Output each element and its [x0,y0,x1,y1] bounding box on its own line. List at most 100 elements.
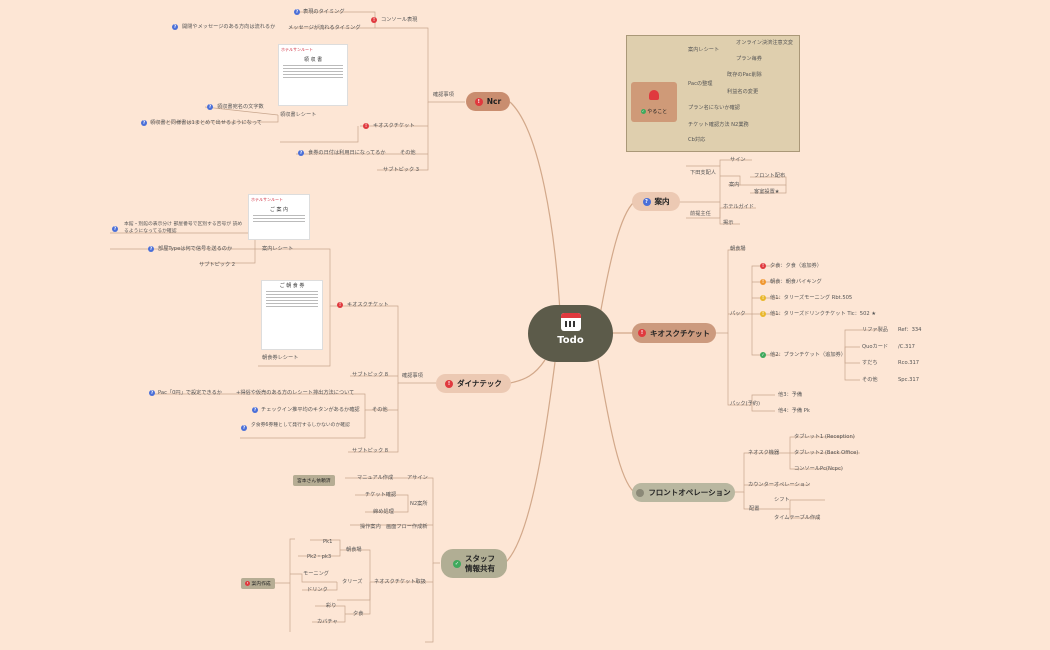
annai-front-haifu[interactable]: フロント配布 [754,173,786,179]
front-kiosk-kiki[interactable]: ネオスク機器 [748,450,780,456]
topic-annai[interactable]: ? 案内 [632,192,680,211]
kiosk-sucha-code: Rco.317 [898,360,920,366]
ncr-sonota-1[interactable]: 食券の日付は利用日になってるか [308,150,386,156]
kiosk-other3[interactable]: 他3：予備 [778,392,803,398]
staff-manual[interactable]: マニュアル作成 [357,475,394,481]
yarukoto-box[interactable]: ✓ やること [631,82,677,122]
warning-icon: ! [760,311,766,317]
ncr-receipt-2[interactable]: 領収書と同様書は1まとめて出せるようになって [150,120,262,126]
ncr-console-2[interactable]: メッセージが流れるタイミング [288,25,361,31]
front-shift[interactable]: シフト [774,497,790,503]
front-console[interactable]: コンソールPc(Ncpc) [794,466,843,472]
dyna-sonota-4[interactable]: 夕食券6券種として発行するしかないのか確認 [251,423,350,428]
alert-icon: ! [371,17,377,23]
kiosk-item4[interactable]: 他1：タリーズドリンクチケット Tic：502 ★ [770,311,877,317]
kiosk-item2[interactable]: 朝食：朝食バイキング [770,279,822,285]
warning-icon: ! [760,279,766,285]
dyna-sonota-2[interactable]: +得俗や仮売のある方のレシート排出方法について [236,390,355,396]
question-icon: ? [298,150,304,156]
connector-annai [599,201,635,316]
dyna-sonota-1[interactable]: Pac「0円」で設定できるか [158,390,222,396]
kiosk-sonota[interactable]: その他 [862,377,878,383]
annai-annai[interactable]: 案内 [729,182,740,188]
panel-plan-nai[interactable]: プラン名にないか確認 [688,105,740,111]
staff-ticket-kakunin[interactable]: チケット確認 [365,492,397,498]
dyna-subtopic-8b[interactable]: サブトピック 8 [352,448,389,454]
ncr-subtopic3[interactable]: サブトピック 3 [383,167,420,173]
staff-pk1[interactable]: Pk1 [323,539,333,545]
kiosk-pack[interactable]: パック [730,311,746,317]
dyna-annai-2[interactable]: 部屋Typeは何で信号を送るのか [158,246,233,252]
staff-shime[interactable]: 締め処理 [373,509,394,515]
topic-dynatech[interactable]: ! ダイナテック [436,374,511,393]
staff-kiosk-ticket[interactable]: ネオスクチケット取扱 [374,579,426,585]
receipt-image: ホテルサンルート 領 収 書 [278,44,348,106]
staff-drink[interactable]: ドリンク [307,587,328,593]
staff-mori[interactable]: 彩り [326,603,337,609]
ncr-kiosk[interactable]: キオスクチケット [373,123,415,129]
staff-yushoku[interactable]: 夕食 [353,611,364,617]
kiosk-item1[interactable]: 夕食：夕食（追加券） [770,263,822,269]
dyna-sonota-3[interactable]: チェックイン推平均のキタンがあるか確認 [261,407,360,413]
front-timetable[interactable]: タイムテーブル作成 [774,515,821,521]
staff-pk2[interactable]: Pk2・pk3 [307,554,332,560]
ncr-console[interactable]: コンソール表現 [381,17,418,23]
topic-staff[interactable]: ✓ スタッフ 情報共有 [441,549,507,578]
staff-choshoku[interactable]: 朝食場 [346,547,362,553]
question-icon: ? [148,246,154,252]
kiosk-choshoku-jo[interactable]: 朝食場 [730,246,746,252]
dyna-annai-1[interactable]: 本館・別館の表示分け 部屋番号で区別する否号が 読めるようになってるか確認 [124,222,243,234]
staff-morning[interactable]: モーニング [303,571,329,577]
kiosk-item3[interactable]: 他1：タリーズモーニング Rbt.505 [770,295,853,301]
annai-sign[interactable]: サイン [730,157,746,163]
staff-tapas[interactable]: タリーズ [342,579,363,585]
staff-kabacha[interactable]: カバチャ [317,619,338,625]
panel-online[interactable]: オンライン決済注意文変 [736,40,794,46]
dyna-shinsatsu[interactable]: 朝食券レシート [262,355,299,361]
ncr-receipt-label[interactable]: 領収書レシート [280,112,317,118]
ncr-console-1[interactable]: 表現のタイミング [303,9,345,15]
kiosk-sucha[interactable]: すだち [862,360,878,366]
front-tab1[interactable]: タブレット1 (Reception) [794,434,855,440]
staff-assign[interactable]: アサイン [407,475,428,481]
topic-front[interactable]: フロントオペレーション [632,483,735,502]
front-counter[interactable]: カウンターオペレーション [748,482,811,488]
topic-kiosk[interactable]: ! キオスクチケット [632,323,716,343]
panel-plan[interactable]: プラン毎券 [736,56,762,62]
panel-pac-1[interactable]: 既存のPac削除 [727,72,762,78]
annai-hotel-guide[interactable]: ホテルガイド [723,204,754,210]
check-icon: ✓ [453,559,461,568]
alert-icon: ! [474,97,483,106]
panel-ticket-kakunin[interactable]: チケット確認方法 N2業務 [688,122,749,128]
kiosk-item5[interactable]: 他2：プランチケット（追加券） [770,352,846,358]
kiosk-pack-yoyaku[interactable]: パック(予約) [730,401,760,407]
dyna-annai-receipt[interactable]: 案内レシート [262,246,294,252]
dyna-kiosk[interactable]: キオスクチケット [347,302,389,308]
annai-mitsumori[interactable]: 前提主任 [690,211,711,217]
check-icon: ✓ [760,352,766,358]
annai-heya[interactable]: 客室設置★ [754,189,780,195]
kiosk-refill[interactable]: リファ製品 [862,327,888,333]
panel-pac-2[interactable]: 利益名の変更 [727,89,759,95]
panel-cb[interactable]: Cb対応 [688,137,706,143]
dyna-sonota[interactable]: その他 [372,407,388,413]
guide-receipt-image: ホテルサンルート ご 案 内 [248,194,310,240]
central-topic[interactable]: Todo [528,305,613,362]
panel-annai-receipt[interactable]: 案内レシート [688,47,720,53]
annai-keiji[interactable]: 掲示 [723,220,734,226]
dyna-subtopic-8a[interactable]: サブトピック 8 [352,372,389,378]
topic-ncr[interactable]: ! Ncr [466,92,510,111]
staff-sousa[interactable]: 操作案内 画面フロー作成新 [360,524,428,530]
kiosk-other4[interactable]: 他4：予備 Pk [778,408,810,414]
front-haichi[interactable]: 配置 [749,506,760,512]
kiosk-quo[interactable]: Quoカード [862,344,889,350]
ncr-console-3[interactable]: 開閉やメッセージのある方向は流れるか [182,24,276,30]
ncr-sonota[interactable]: その他 [400,150,416,156]
panel-yarukoto: やること [647,109,668,115]
annai-shimoda[interactable]: 下田支配人 [690,170,716,176]
dyna-subtopic2[interactable]: サブトピック 2 [199,262,236,268]
front-tab2[interactable]: タブレット2 (Back Office) [794,450,859,456]
panel-pac[interactable]: Pacの整理 [688,81,713,87]
ncr-receipt-1[interactable]: 領収書宛名の文字数 [217,104,264,110]
staff-n2[interactable]: N2案所 [410,501,428,507]
